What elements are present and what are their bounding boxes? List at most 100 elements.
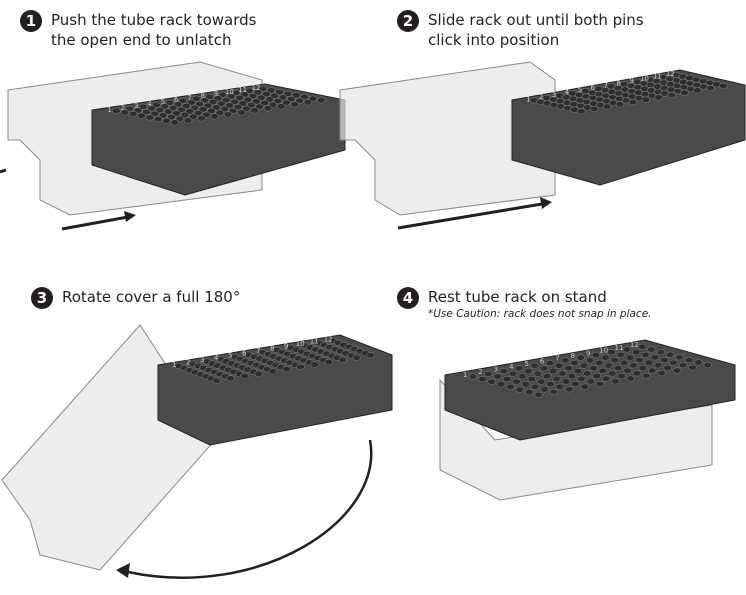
- column-label: 7: [603, 82, 607, 90]
- well: [303, 99, 313, 106]
- rack-body: [157, 334, 393, 446]
- well: [706, 85, 715, 92]
- well: [524, 367, 533, 375]
- well: [496, 381, 506, 388]
- well: [542, 373, 552, 380]
- rotate-arrow: [127, 439, 373, 579]
- well: [226, 375, 235, 382]
- column-label: 3: [494, 365, 498, 373]
- well: [282, 365, 291, 373]
- column-label: 3: [134, 102, 138, 110]
- well: [669, 359, 678, 366]
- well: [598, 367, 608, 374]
- well: [237, 109, 246, 116]
- well: [128, 110, 138, 118]
- well: [338, 356, 347, 363]
- well: [607, 349, 616, 356]
- well: [508, 370, 518, 377]
- well: [310, 361, 319, 368]
- column-label: 2: [478, 368, 482, 376]
- well: [611, 378, 620, 385]
- column-label: 1: [172, 361, 176, 369]
- column-label: 8: [270, 345, 274, 353]
- column-label: 8: [571, 352, 575, 360]
- column-label: 5: [524, 360, 528, 368]
- well: [719, 82, 728, 89]
- well: [656, 348, 666, 356]
- well: [629, 362, 638, 369]
- well: [647, 346, 656, 353]
- column-label: 4: [147, 100, 152, 108]
- step-text: Slide rack out until both pins: [428, 11, 644, 29]
- well: [604, 362, 614, 369]
- well: [653, 362, 663, 369]
- step-3: 3 Rotate cover a full 180°: [31, 287, 240, 309]
- well: [635, 356, 644, 364]
- well: [546, 381, 555, 388]
- well: [591, 351, 601, 359]
- column-label: 7: [555, 355, 559, 363]
- well: [263, 105, 273, 112]
- column-label: 9: [284, 342, 288, 350]
- well: [601, 354, 610, 361]
- well: [595, 380, 605, 388]
- well: [518, 373, 527, 380]
- step-number: 1: [20, 10, 42, 32]
- well: [589, 365, 598, 372]
- well: [530, 362, 539, 369]
- well: [637, 343, 647, 350]
- column-label: 11: [615, 344, 624, 352]
- step-text: Rest tube rack on stand: [428, 288, 607, 306]
- step-text: click into position: [428, 31, 560, 49]
- well: [638, 364, 648, 372]
- well: [589, 105, 599, 112]
- well: [564, 365, 573, 372]
- well: [595, 359, 604, 366]
- well: [694, 359, 703, 366]
- well: [555, 383, 565, 390]
- well: [659, 356, 669, 364]
- arrowhead: [540, 197, 552, 209]
- well: [290, 101, 299, 108]
- well: [657, 370, 666, 377]
- well: [468, 373, 478, 380]
- column-label: 10: [225, 88, 234, 96]
- column-label: 4: [565, 89, 570, 97]
- caution-note: *Use Caution: rack does not snap in plac…: [428, 308, 652, 320]
- column-label: 11: [238, 86, 247, 94]
- column-label: 6: [174, 96, 179, 104]
- well: [539, 365, 549, 372]
- well: [628, 98, 638, 106]
- well: [145, 114, 155, 121]
- well: [583, 370, 592, 377]
- well: [534, 391, 543, 398]
- well: [514, 365, 524, 372]
- column-label: 2: [121, 104, 125, 112]
- column-label: 10: [296, 340, 305, 348]
- well: [366, 352, 375, 359]
- well: [586, 378, 595, 385]
- column-label: 7: [256, 347, 260, 355]
- step-4: 4 Rest tube rack on stand*Use Caution: r…: [397, 287, 652, 321]
- well: [678, 362, 688, 369]
- column-label: 6: [591, 84, 596, 92]
- step-number: 2: [397, 10, 419, 32]
- well: [663, 364, 672, 371]
- well: [276, 103, 286, 110]
- well: [533, 370, 543, 377]
- well: [524, 389, 534, 396]
- cover: [339, 61, 556, 216]
- well: [183, 117, 193, 124]
- arrowhead: [116, 563, 130, 578]
- step-text: the open end to unlatch: [51, 31, 232, 49]
- well: [240, 372, 249, 380]
- well: [672, 367, 682, 374]
- well: [632, 370, 642, 377]
- well: [625, 354, 635, 361]
